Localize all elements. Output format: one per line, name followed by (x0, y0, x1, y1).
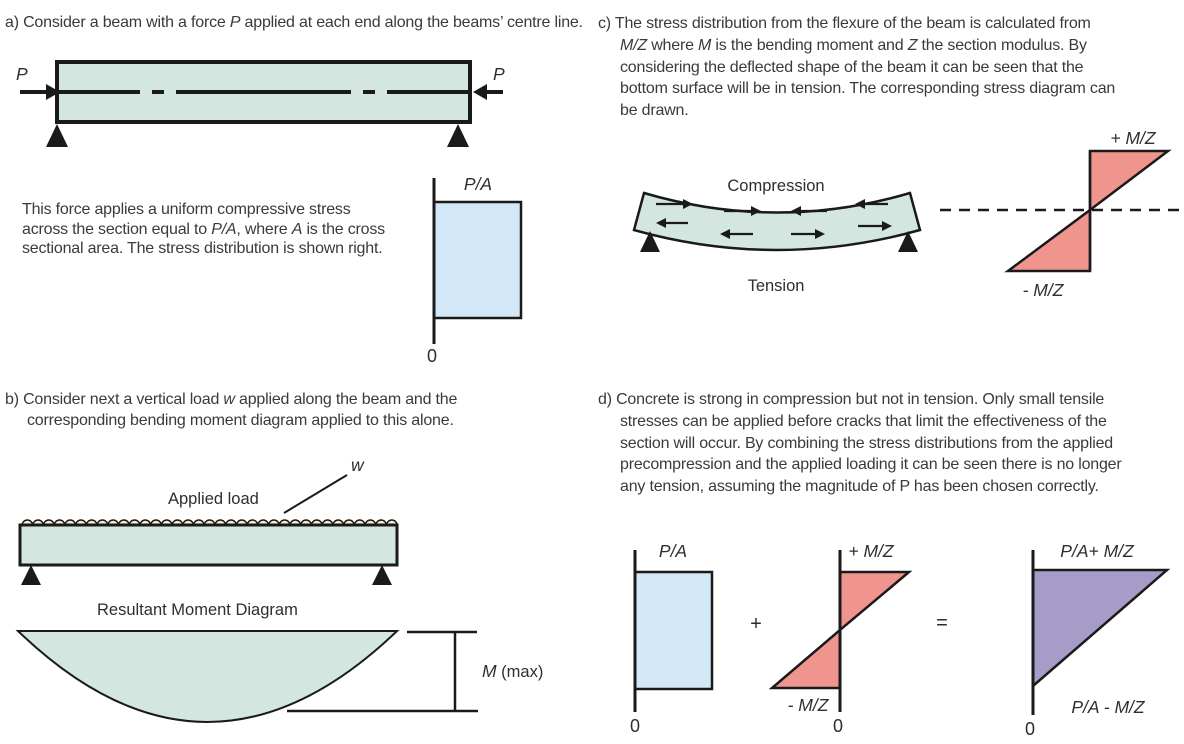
support-icon (372, 565, 392, 585)
stress-sum-diagram: P/A 0 + + M/Z - M/Z 0 = P/A+ M/Z P/A - M… (630, 541, 1171, 739)
zero-label: 0 (833, 716, 843, 736)
panel-c-line2b: is the bending moment and (711, 36, 908, 54)
compression-label: Compression (727, 177, 824, 195)
tension-stress-triangle-top (1088, 149, 1172, 213)
plus-mz-label: + M/Z (848, 541, 895, 561)
panel-c-body: c) The stress distribution from the flex… (598, 13, 1115, 122)
applied-load-label: Applied load (168, 490, 259, 508)
panel-c-line2a: where (646, 36, 699, 54)
panel-b-title: b) Consider next a vertical load w appli… (5, 389, 457, 431)
force-label-left: P (16, 64, 28, 84)
panel-d-line3: section will occur. By combining the str… (620, 434, 1113, 452)
plus-mz-label: + M/Z (1110, 128, 1157, 148)
pa-plus-mz-label: P/A+ M/Z (1060, 541, 1135, 561)
panel-a-title-text: a) Consider a beam with a force (5, 14, 230, 31)
w-pointer-line (283, 474, 348, 514)
pa-label: P/A (659, 541, 687, 561)
pa-zero-label: 0 (427, 346, 437, 366)
beam-b-body (18, 523, 399, 567)
panel-d-line4: precompression and the applied loading i… (620, 456, 1122, 474)
equals-sign: = (936, 612, 948, 634)
deflected-beam-body (632, 191, 922, 252)
panel-d-line1: d) Concrete is strong in compression but… (598, 391, 1105, 408)
panel-c-line3: considering the deflected shape of the b… (620, 58, 1084, 76)
panel-a-body-line2a: across the section equal to (22, 220, 212, 238)
stress-arrows (656, 199, 892, 239)
zero-label: 0 (630, 716, 640, 736)
panel-b-title-line2: corresponding bending moment diagram app… (27, 412, 454, 429)
minus-mz-label: - M/Z (788, 695, 830, 715)
panel-a-body-line3: sectional area. The stress distribution … (22, 240, 383, 258)
pa-minus-mz-label: P/A - M/Z (1071, 697, 1146, 717)
force-arrow-left-head-icon (46, 84, 60, 100)
panel-a-body-var-a: A (291, 220, 303, 238)
moment-diagram: Resultant Moment Diagram M (max) (15, 601, 543, 723)
tension-label: Tension (748, 277, 805, 295)
sum-pa-block: P/A 0 (630, 541, 714, 736)
arrow-head-icon (815, 229, 825, 239)
support-icon (46, 124, 68, 147)
force-arrow-right-head-icon (473, 84, 487, 100)
w-label: w (351, 455, 365, 475)
sum-result-block: P/A+ M/Z P/A - M/Z 0 (1025, 541, 1171, 739)
arrow-head-icon (683, 199, 693, 209)
tension-stress-triangle-bottom (1004, 207, 1092, 273)
panel-d-body: d) Concrete is strong in compression but… (598, 389, 1122, 498)
support-icon (898, 231, 918, 252)
panel-a-title: a) Consider a beam with a force P applie… (5, 12, 583, 34)
panel-a-title-text2: applied at each end along the beams’ cen… (240, 14, 584, 31)
panel-b-title-var-w: w (223, 391, 235, 408)
arrow-head-icon (791, 206, 801, 216)
sum-mz-block: + M/Z - M/Z 0 (768, 541, 913, 736)
arrow-head-icon (882, 221, 892, 231)
mz-triangle-bottom (768, 627, 842, 690)
panel-a-body: This force applies a uniform compressive… (22, 200, 385, 259)
panel-c-var-mz: M/Z (620, 36, 647, 54)
support-icon (447, 124, 469, 147)
panel-c-var-m: M (698, 36, 712, 54)
panel-b-title-text2: applied along the beam and the (234, 391, 458, 408)
arrow-head-icon (751, 206, 761, 216)
panel-c-line4: bottom surface will be in tension. The c… (620, 80, 1116, 98)
minus-mz-label: - M/Z (1023, 280, 1065, 300)
m-max-var: M (482, 661, 497, 681)
mz-triangle-top (838, 570, 913, 633)
panel-a-body-var-pa: P/A (211, 220, 237, 238)
arrow-head-icon (855, 199, 865, 209)
panel-c-var-z: Z (907, 36, 918, 54)
panel-c-line5: be drawn. (620, 102, 689, 120)
panel-a-body-line1: This force applies a uniform compressive… (22, 201, 351, 218)
arrow-head-icon (720, 229, 730, 239)
panel-a-body-line2c: is the cross (302, 220, 385, 238)
pa-stress-block (432, 200, 523, 320)
zero-label: 0 (1025, 719, 1035, 739)
panel-c-line1: c) The stress distribution from the flex… (598, 15, 1091, 32)
panel-c-line2c: the section modulus. By (917, 36, 1087, 54)
beam-diagram-a: P P (16, 60, 505, 147)
m-max-rest: (max) (497, 663, 544, 681)
stress-diagram-pa: P/A 0 (427, 174, 523, 366)
support-icon (640, 231, 660, 252)
flexure-stress-diagram: + M/Z - M/Z (940, 128, 1180, 300)
load-diagram: Applied load w (18, 455, 399, 585)
support-icon (21, 565, 41, 585)
moment-diagram-title: Resultant Moment Diagram (97, 601, 298, 619)
panel-d-line5: any tension, assuming the magnitude of P… (620, 478, 1099, 495)
m-max-label: M (max) (482, 661, 543, 681)
plus-sign: + (750, 613, 762, 635)
deflected-beam-diagram: Compression Tension (632, 177, 922, 295)
panel-b-title-text: b) Consider next a vertical load (5, 391, 224, 408)
combined-stress-triangle (1031, 568, 1171, 689)
panel-a-title-var-p: P (229, 14, 241, 31)
panel-d-line2: stresses can be applied before cracks th… (620, 412, 1107, 430)
arrow-head-icon (656, 218, 666, 228)
force-label-right: P (493, 64, 505, 84)
pa-stress-block (633, 570, 714, 691)
pa-label: P/A (464, 174, 492, 194)
panel-a-body-line2b: , where (236, 220, 292, 238)
moment-parabola (15, 630, 400, 723)
